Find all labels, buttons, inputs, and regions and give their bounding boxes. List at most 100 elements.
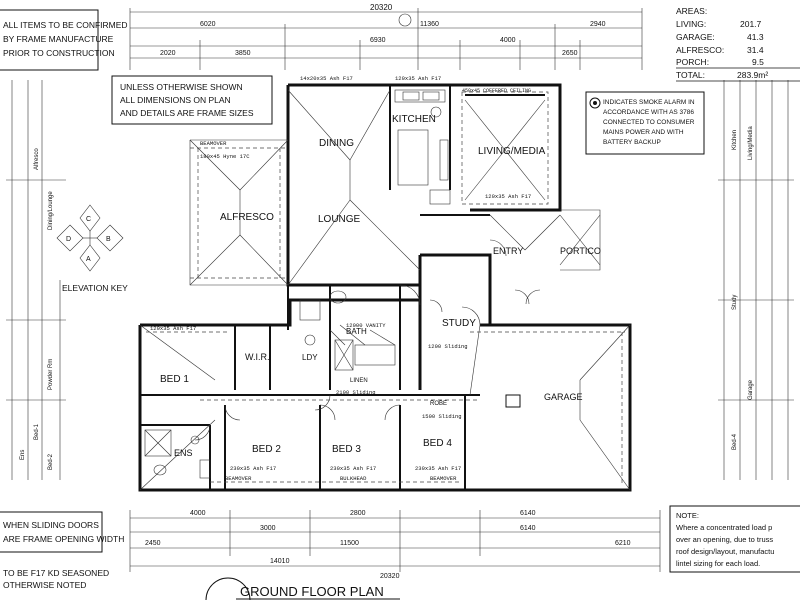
- beam-label-5: 120x35 Ash F17: [485, 193, 531, 200]
- load-note-line-4: roof design/layout, manufactu: [676, 547, 774, 556]
- sliding-note-line-1: WHEN SLIDING DOORS: [3, 520, 99, 530]
- beam-label-17: 1500 Sliding: [422, 413, 462, 420]
- room-lounge: LOUNGE: [318, 214, 361, 225]
- side-label-left-0: Alfresco: [34, 148, 40, 170]
- side-label-left-4: Ens: [20, 450, 26, 460]
- side-label-right-1: Living/Media: [748, 126, 754, 160]
- room-bed3: BED 3: [332, 444, 361, 455]
- dim-bot-b: 11500: [340, 540, 359, 547]
- drawing-title: GROUND FLOOR PLAN: [205, 577, 400, 600]
- dim-top-g: 2020: [160, 50, 176, 57]
- beam-label-8: 230x35 Ash F17: [415, 465, 461, 472]
- room-linen: LINEN: [350, 378, 368, 384]
- areas-table: AREAS: LIVING: 201.7 GARAGE: 41.3 ALFRES…: [676, 6, 800, 82]
- room-entry: ENTRY: [493, 246, 523, 256]
- dim-bot-h: 6140: [520, 510, 536, 517]
- dim-top-overall: 20320: [370, 3, 393, 12]
- side-label-left-2: Powder Rm: [48, 359, 54, 390]
- elevation-letter-d: D: [66, 236, 71, 243]
- areas-label-garage: GARAGE:: [676, 32, 715, 42]
- smoke-note-line-3: CONNECTED TO CONSUMER: [603, 119, 695, 126]
- top-left-note: ALL ITEMS TO BE CONFIRMED BY FRAME MANUF…: [0, 9, 128, 71]
- dashed-structural-lines: [146, 91, 625, 485]
- interior-walls: [140, 85, 545, 490]
- dim-bot-e: 2450: [145, 540, 161, 547]
- room-alfresco: ALFRESCO: [220, 212, 274, 223]
- beam-label-7: 230x35 Ash F17: [330, 465, 376, 472]
- beam-labels: 14x20x35 Ash F17 120x35 Ash F17 180x45 H…: [150, 75, 531, 482]
- room-kitchen: KITCHEN: [392, 114, 436, 125]
- side-label-left-3: Bed-1: [34, 423, 40, 440]
- dim-top-f: 4000: [500, 37, 516, 44]
- dim-bot-overall: 20320: [380, 573, 400, 580]
- room-labels: DINING KITCHEN LIVING/MEDIA ALFRESCO LOU…: [160, 114, 601, 458]
- room-bath: BATH: [346, 327, 367, 336]
- side-label-left-1: Dining/Lounge: [48, 191, 54, 230]
- room-bed1: BED 1: [160, 374, 189, 385]
- seasoned-note: TO BE F17 KD SEASONED OTHERWISE NOTED: [3, 568, 109, 590]
- smoke-alarm-note: INDICATES SMOKE ALARM IN ACCORDANCE WITH…: [585, 91, 705, 155]
- smoke-note-line-4: MAINS POWER AND WITH: [603, 129, 684, 136]
- areas-label-alfresco: ALFRESCO:: [676, 45, 724, 55]
- room-bed4: BED 4: [423, 438, 452, 449]
- dim-top-c: 2940: [590, 21, 606, 28]
- areas-heading: AREAS:: [676, 6, 707, 16]
- bathroom-fixtures: [144, 290, 396, 479]
- areas-value-garage: 41.3: [747, 32, 764, 42]
- room-living: LIVING/MEDIA: [478, 146, 546, 157]
- room-garage: GARAGE: [544, 392, 583, 402]
- elevation-key-diamond-right: [96, 224, 124, 252]
- dim-bot-f: 3000: [260, 525, 276, 532]
- elevation-letter-a: A: [86, 256, 91, 263]
- dim-top-h: 2650: [562, 50, 578, 57]
- elevation-key-diamond-bottom: [79, 244, 101, 272]
- dimensions-note: UNLESS OTHERWISE SHOWN ALL DIMENSIONS ON…: [111, 75, 273, 125]
- areas-value-living: 201.7: [740, 19, 762, 29]
- sliding-doors-note: WHEN SLIDING DOORS ARE FRAME OPENING WID…: [0, 511, 124, 553]
- dim-bot-i: 6140: [520, 525, 536, 532]
- dimensions-note-line-2: ALL DIMENSIONS ON PLAN: [120, 95, 231, 105]
- smoke-note-line-5: BATTERY BACKUP: [603, 139, 661, 146]
- dim-bot-g: 2800: [350, 510, 366, 517]
- dim-top-d: 6930: [370, 37, 386, 44]
- elevation-letter-b: B: [106, 236, 111, 243]
- beam-label-15: 1200 Sliding: [428, 343, 468, 350]
- room-portico: PORTICO: [560, 246, 601, 256]
- door-swings: [194, 239, 541, 441]
- load-note-line-3: over an opening, due to truss: [676, 535, 773, 544]
- side-label-left-5: Bed-2: [48, 453, 54, 470]
- seasoned-note-line-1: TO BE F17 KD SEASONED: [3, 568, 109, 578]
- beam-label-13: 450x45 COFFERED CEILING: [462, 88, 531, 94]
- elevation-key-label: ELEVATION KEY: [62, 283, 128, 293]
- load-note-line-2: Where a concentrated load p: [676, 523, 772, 532]
- top-left-note-line-1: ALL ITEMS TO BE CONFIRMED: [3, 20, 128, 30]
- sliding-note-line-2: ARE FRAME OPENING WIDTH: [3, 534, 124, 544]
- bottom-dimension-lines: 4000 2450 3000 2800 6140 6140 11500 6210…: [129, 510, 661, 580]
- side-label-right-4: Bed-4: [732, 433, 738, 450]
- side-dimension-lines: Alfresco Dining/Lounge Powder Rm Bed-1 E…: [6, 80, 794, 480]
- seasoned-note-line-2: OTHERWISE NOTED: [3, 580, 86, 590]
- load-note-line-1: NOTE:: [676, 511, 699, 520]
- elevation-letter-c: C: [86, 216, 91, 223]
- beam-label-3: 180x45 Hyne 17C: [200, 153, 250, 160]
- smoke-note-line-1: INDICATES SMOKE ALARM IN: [603, 99, 695, 106]
- room-bed2: BED 2: [252, 444, 281, 455]
- smoke-note-line-2: ACCORDANCE WITH AS 3786: [603, 109, 694, 116]
- areas-label-living: LIVING:: [676, 19, 706, 29]
- elevation-key-diamond-left: [56, 224, 84, 252]
- beam-label-12: BEAMOVER: [430, 475, 457, 482]
- beam-label-16: 2100 Sliding: [336, 389, 376, 396]
- top-left-note-line-3: PRIOR TO CONSTRUCTION: [3, 48, 115, 58]
- areas-label-porch: PORCH:: [676, 57, 709, 67]
- dim-top-a: 11360: [420, 21, 439, 28]
- side-label-right-0: Kitchen: [732, 130, 738, 150]
- beam-label-14: 12000 VANITY: [346, 322, 386, 329]
- beam-label-10: BEAMOVER: [225, 475, 252, 482]
- dim-top-e: 3850: [235, 50, 251, 57]
- beam-label-2: 120x35 Ash F17: [395, 75, 441, 82]
- section-marker-top: [398, 13, 412, 27]
- side-label-right-3: Garage: [748, 379, 754, 400]
- kitchen-fixtures: [394, 89, 451, 205]
- ceiling-hip-lines: [139, 89, 631, 491]
